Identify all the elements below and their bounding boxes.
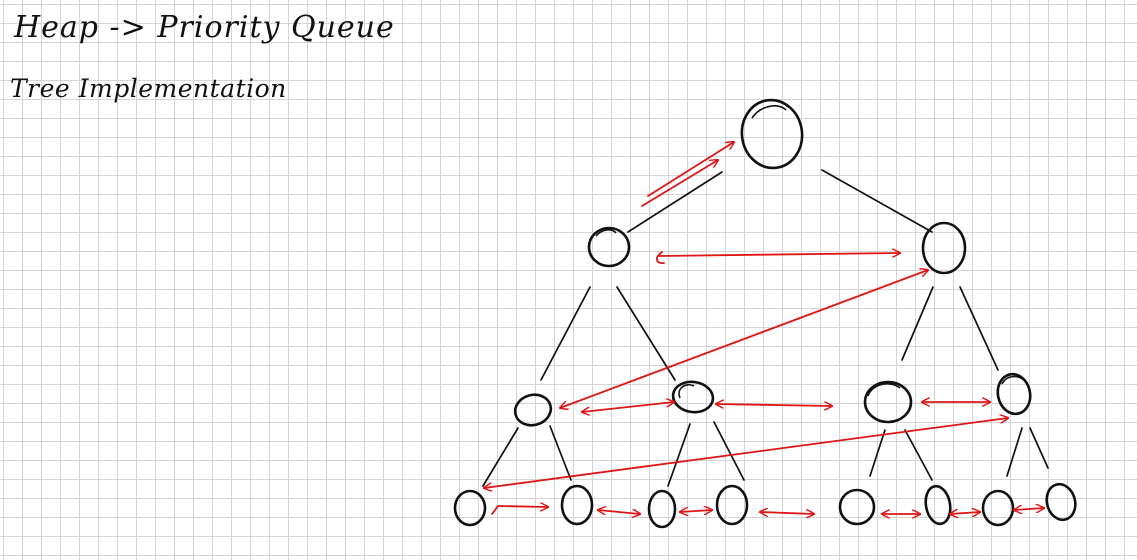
node-level1-left (587, 226, 631, 268)
arrow-l2-4-to-level3 (484, 418, 1008, 488)
page-title: Heap -> Priority Queue (14, 10, 395, 45)
edge-n4-a (482, 427, 519, 487)
edge-r1-b (959, 286, 999, 371)
edge-n5-a (667, 423, 691, 487)
edge-root-left (627, 171, 723, 233)
edge-root-right (821, 169, 933, 233)
node-level2-1 (513, 393, 553, 427)
arrow-l3-7-8 (1014, 508, 1044, 510)
arrow-l3-3-4 (680, 510, 712, 512)
edge-r1-a (901, 286, 934, 361)
arrow-l2-1-2 (582, 402, 674, 412)
node-level3-5 (838, 488, 876, 526)
node-level3-3 (647, 489, 677, 529)
node-level3-1 (453, 489, 487, 527)
edge-n6-b (904, 429, 933, 481)
arrow-l2-2-3 (716, 404, 832, 406)
arrow-l3-1-2 (491, 506, 548, 515)
node-level3-7 (981, 489, 1015, 527)
node-level2-2 (671, 380, 715, 414)
arrow-left-to-root (647, 142, 734, 197)
arrow-root-to-left (641, 160, 718, 207)
arrow-l3-4-5 (760, 512, 814, 514)
node-level3-6 (924, 484, 952, 526)
arrow-l3-2-3 (598, 510, 640, 514)
node-root (740, 98, 804, 170)
traversal-arrows (484, 142, 1044, 514)
node-level1-right (921, 221, 967, 275)
arrow-left-right (656, 252, 900, 264)
page-subtitle: Tree Implementation (10, 74, 287, 103)
node-level2-3 (863, 380, 913, 424)
tree-edges (482, 169, 1049, 487)
edge-n7-a (1006, 427, 1023, 477)
edge-l1-a (540, 286, 591, 381)
edge-l1-b (616, 286, 676, 381)
edge-n7-b (1029, 427, 1049, 469)
arrow-l3-6-7 (950, 512, 980, 514)
edge-n4-b (549, 425, 572, 481)
node-level3-8 (1045, 482, 1077, 522)
node-level3-4 (715, 484, 749, 526)
arrow-right-to-level2 (560, 270, 928, 408)
edge-n5-b (713, 421, 745, 481)
tree-nodes (453, 98, 1077, 529)
node-level3-2 (560, 484, 594, 526)
node-level2-4 (996, 372, 1032, 416)
